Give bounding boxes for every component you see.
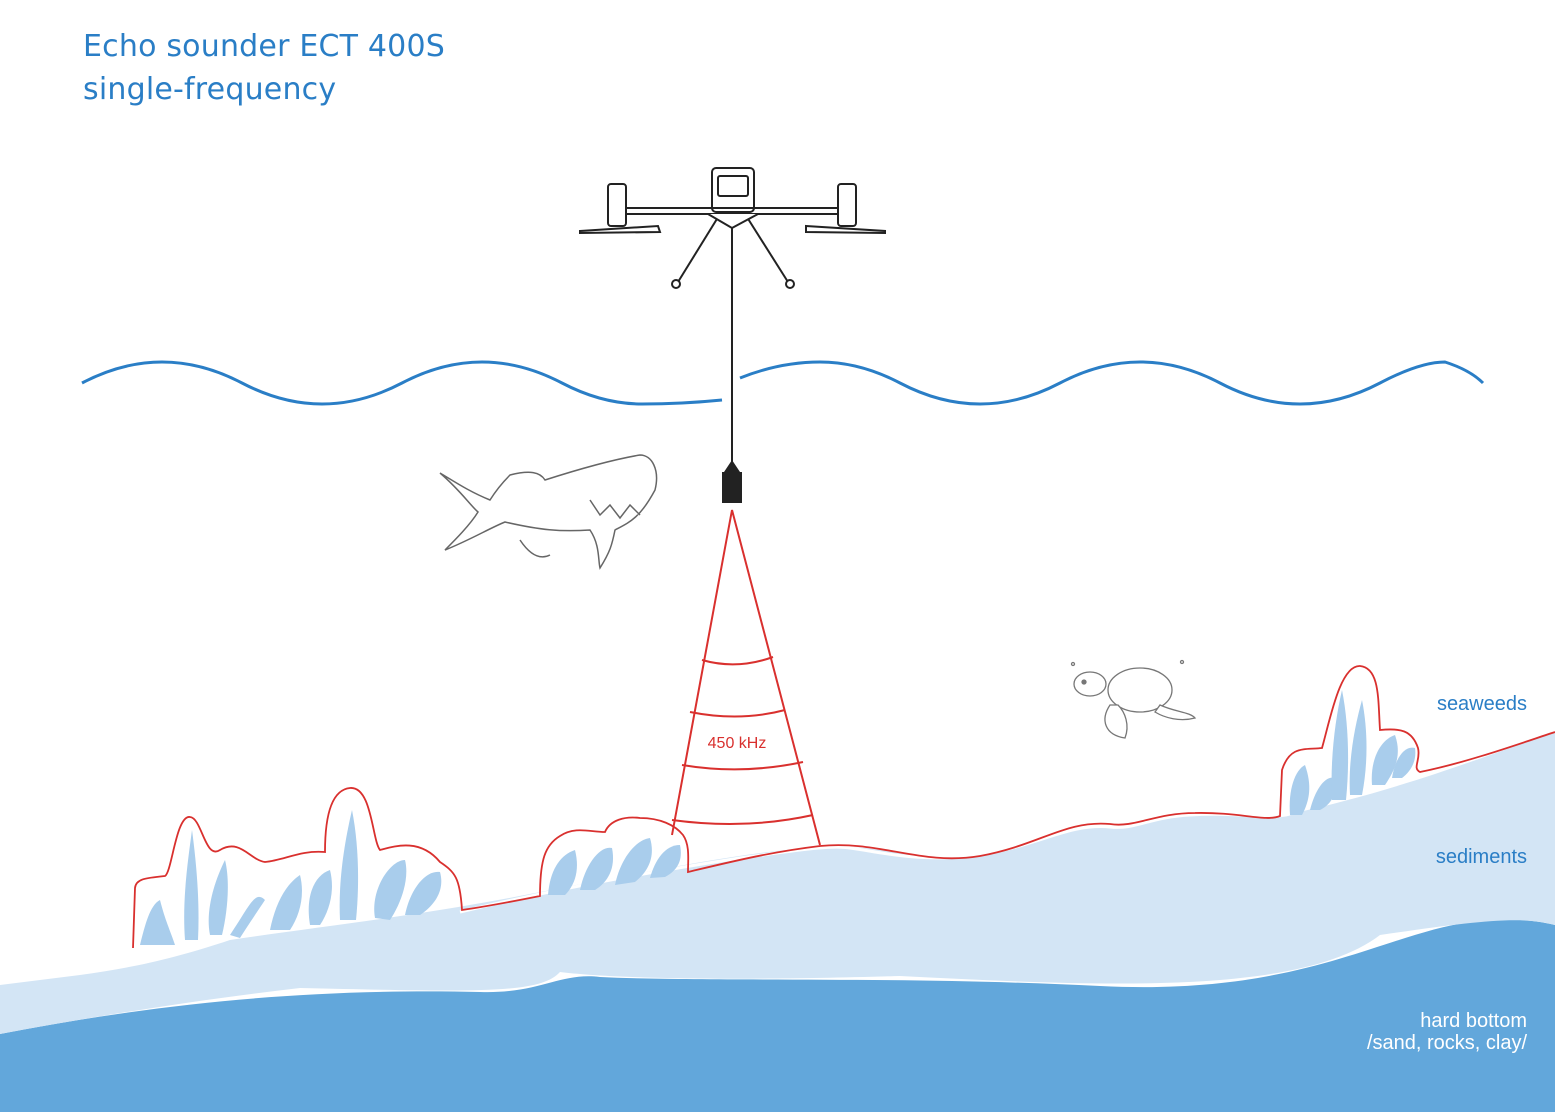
sonar-beam <box>671 509 821 846</box>
sensor-icon <box>722 460 742 503</box>
frequency-label: 450 kHz <box>708 735 767 752</box>
water-surface-wave-left <box>81 360 723 406</box>
seaweed-echo-outline <box>132 665 1555 949</box>
title-line-1: Echo sounder ECT 400S <box>83 29 446 64</box>
hard-bottom-label: hard bottom <box>1420 1010 1527 1032</box>
sediments-layer <box>0 732 1555 1034</box>
hard-bottom-layer <box>0 919 1555 1112</box>
drone-icon <box>579 167 886 289</box>
sediments-label: sediments <box>1435 846 1527 868</box>
seaweed-icon <box>140 690 1416 945</box>
title-line-2: single-frequency <box>83 72 337 107</box>
water-surface-wave-right <box>739 360 1485 406</box>
seaweeds-label: seaweeds <box>1436 693 1527 715</box>
turtle-icon <box>1070 659 1197 739</box>
shark-icon <box>439 454 658 570</box>
hard-bottom-sublabel: /sand, rocks, clay/ <box>1366 1032 1527 1054</box>
